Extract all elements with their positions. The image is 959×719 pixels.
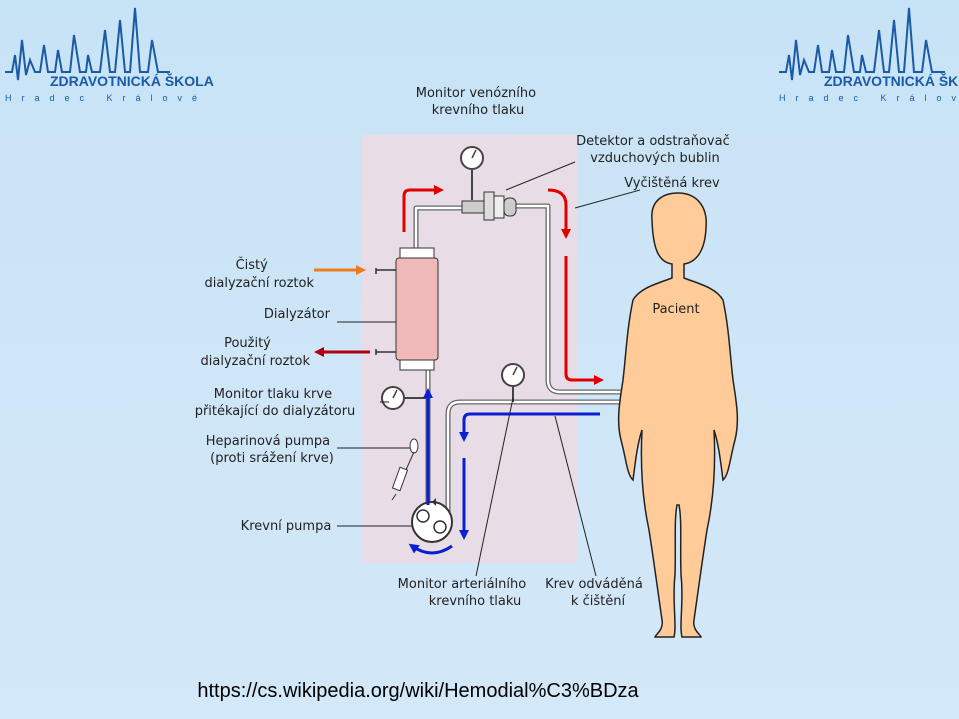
logo-title: ZDRAVOTNICKÁ ŠKOLA: [50, 72, 214, 89]
air-detector-label: Detektor a odstraňovač vzduchových bubli…: [576, 134, 734, 166]
used-dialysate-label: Použitý dialyzační roztok: [201, 336, 311, 369]
heparin-pump-label: Heparinová pumpa (proti srážení krve): [206, 434, 334, 466]
source-url: https://cs.wikipedia.org/wiki/Hemodial%C…: [197, 680, 639, 702]
arterial-monitor-label: Monitor arteriálního krevního tlaku: [398, 577, 531, 609]
blood-pump-label: Krevní pumpa: [241, 519, 332, 534]
arrow-red: [402, 185, 444, 232]
arrow-blue: [408, 543, 453, 555]
blood-pump: [411, 498, 453, 543]
venous-monitor-label: Monitor venózního krevního tlaku: [416, 86, 540, 118]
logo-right: ZDRAVOTNICKÁ ŠKOLA Hradec Králové: [779, 7, 959, 103]
dialyzer: [375, 247, 439, 371]
arrow-red: [547, 188, 571, 239]
arrow-red: [564, 256, 604, 385]
arrow-blue: [459, 412, 600, 442]
logo-city: Hradec Králové: [779, 93, 959, 103]
leader-lines: [337, 161, 641, 577]
flow-arrows: [314, 185, 604, 555]
patient-label: Pacient: [652, 302, 699, 317]
fresh-dialysate-label: Čistý dialyzační roztok: [205, 257, 315, 291]
logo-skyline: [779, 7, 945, 81]
venous-pressure-gauge: [460, 146, 484, 200]
labels: Monitor venózního krevního tlaku Detekto…: [195, 86, 734, 609]
patient-silhouette: [617, 192, 739, 638]
arterial-pressure-gauge: [501, 363, 525, 402]
logo-city: Hradec Králové: [5, 93, 207, 103]
logo-title: ZDRAVOTNICKÁ ŠKOLA: [824, 72, 959, 89]
inflow-monitor-label: Monitor tlaku krve přitékající do dialyz…: [195, 387, 356, 419]
machine-panel: [362, 135, 577, 563]
clean-blood-label: Vyčištěná krev: [624, 176, 720, 191]
dialyzer-label: Dialyzátor: [264, 307, 331, 322]
inflow-pressure-gauge: [381, 386, 428, 410]
logo-left: ZDRAVOTNICKÁ ŠKOLA Hradec Králové: [5, 7, 214, 103]
blood-out-label: Krev odváděná k čištění: [545, 577, 647, 609]
logo-skyline: [5, 7, 170, 81]
heparin-syringe: [391, 438, 419, 501]
air-bubble-detector: [461, 191, 517, 221]
